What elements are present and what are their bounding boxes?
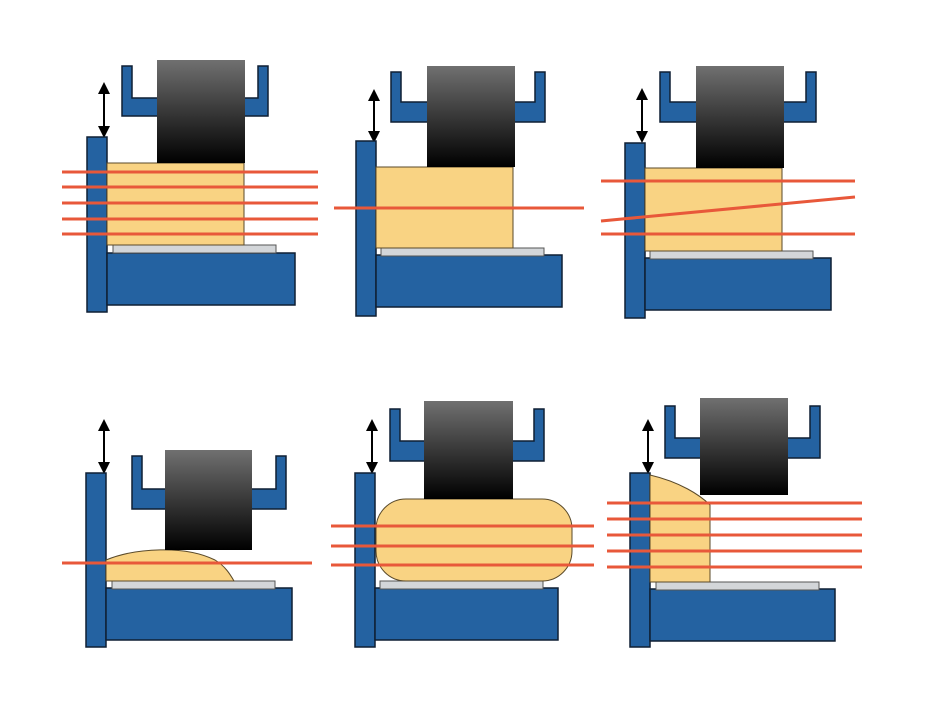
press-head: [696, 66, 784, 168]
platen: [380, 247, 545, 257]
platen: [655, 581, 820, 591]
sample-bulge: [375, 498, 573, 582]
side-wall: [86, 136, 108, 313]
laser-lines: [607, 501, 862, 569]
panel-top-left: [62, 60, 318, 313]
platen: [112, 244, 277, 254]
base-block: [375, 254, 563, 308]
laser-lines: [331, 524, 594, 567]
laser-lines: [62, 170, 318, 236]
press-head: [427, 66, 515, 167]
side-wall: [85, 472, 107, 648]
panel-top-middle: [334, 66, 584, 317]
laser-line-tilted: [600, 195, 856, 223]
side-wall: [629, 472, 651, 648]
platen: [649, 250, 814, 260]
panel-bottom-right: [607, 398, 862, 648]
press-head: [700, 398, 788, 495]
panel-bottom-middle: [331, 401, 594, 648]
panel-top-right: [600, 66, 856, 319]
panel-bottom-left: [62, 419, 312, 648]
base-block: [106, 252, 296, 306]
side-wall: [354, 472, 376, 648]
press-head: [165, 450, 252, 550]
side-wall: [355, 140, 377, 317]
press-head: [424, 401, 513, 499]
press-head: [157, 60, 245, 163]
sample-mound: [105, 549, 235, 582]
base-block: [649, 588, 836, 642]
base-block: [644, 257, 832, 311]
base-block: [105, 587, 293, 641]
laser-lines: [600, 179, 856, 236]
side-wall: [624, 142, 646, 319]
platen: [111, 580, 276, 590]
platen: [379, 580, 544, 590]
base-block: [374, 587, 559, 641]
